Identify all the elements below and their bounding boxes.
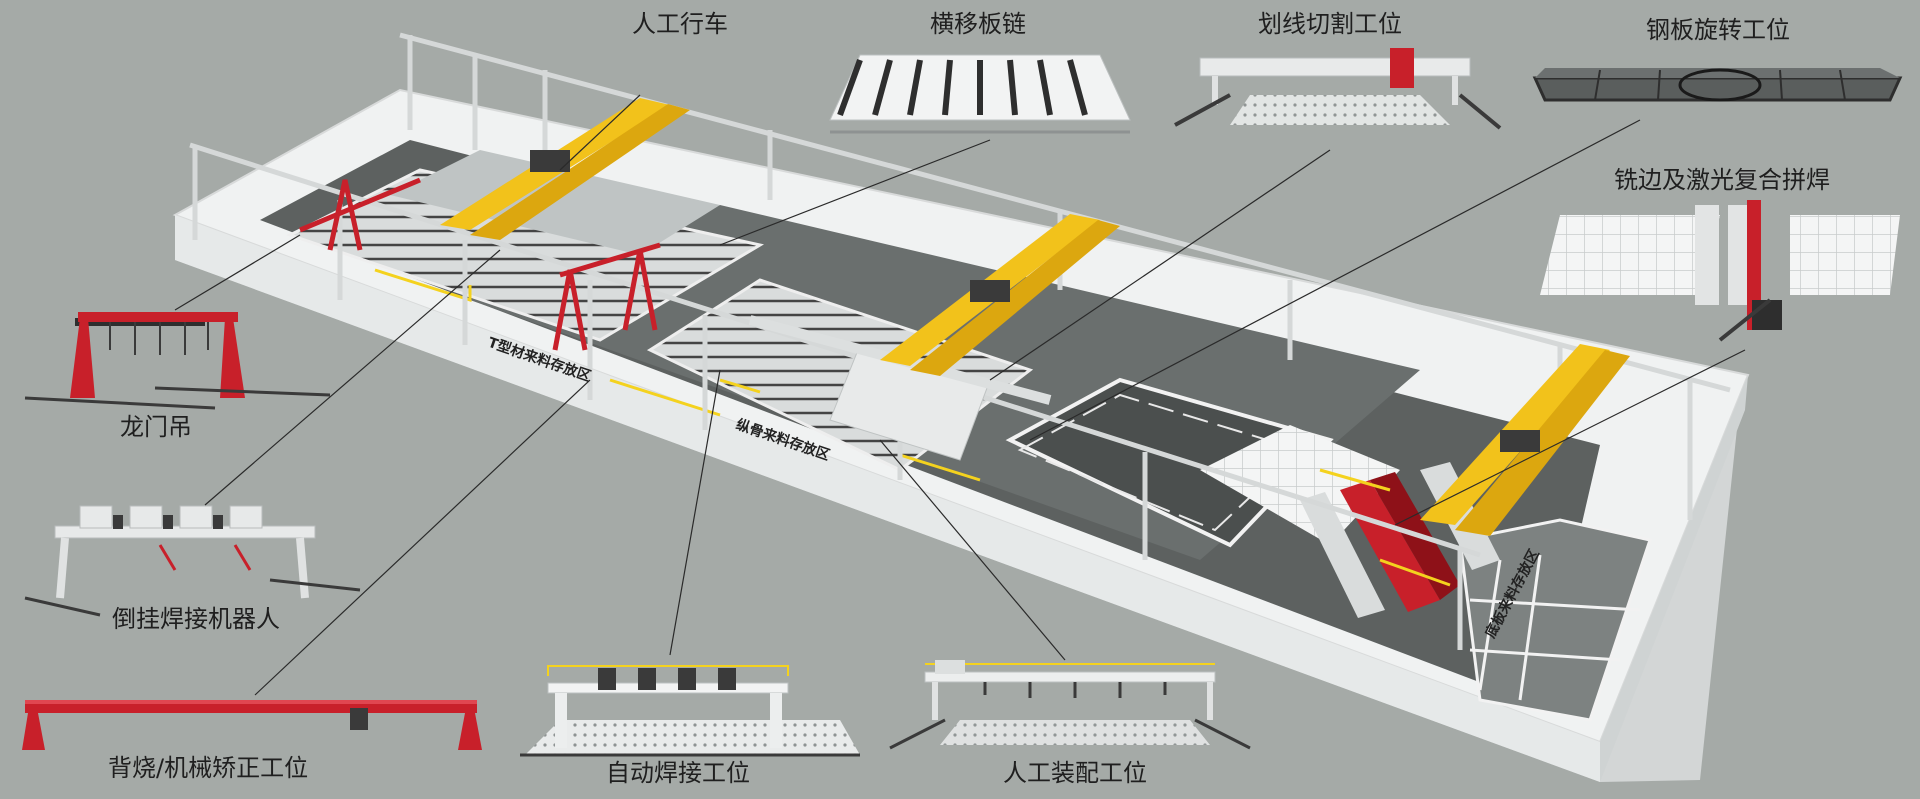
callout-auto-welding: 自动焊接工位 <box>606 759 750 787</box>
callout-marking-cutting: 划线切割工位 <box>1258 10 1402 38</box>
building-frame <box>189 32 1731 650</box>
callout-manual-assembly: 人工装配工位 <box>1003 759 1147 787</box>
callout-back-burning: 背烧/机械矫正工位 <box>108 754 309 782</box>
callout-gantry-crane: 龙门吊 <box>120 413 192 441</box>
inverted-robot-inset <box>24 505 361 617</box>
auto-welding-inset <box>520 665 860 757</box>
callout-milling-laser: 铣边及激光复合拼焊 <box>1614 166 1830 194</box>
red-gantry-cranes <box>299 177 661 351</box>
gantry-crane-inset <box>24 312 331 410</box>
milling-laser-inset <box>1540 200 1900 342</box>
callout-plate-rotation: 钢板旋转工位 <box>1646 16 1790 44</box>
callout-manual-crane: 人工行车 <box>632 10 728 38</box>
yellow-overhead-crane-3 <box>1420 344 1630 536</box>
transverse-chain-inset <box>829 54 1131 134</box>
bottom-plate-storage-zone <box>1458 518 1652 722</box>
yellow-overhead-crane-1 <box>440 98 690 240</box>
yellow-overhead-crane-2 <box>880 214 1120 376</box>
callout-inverted-robot: 倒挂焊接机器人 <box>112 605 280 633</box>
safety-railings <box>374 268 1451 587</box>
marking-cutting-inset <box>1174 48 1502 130</box>
plate-rotation-inset <box>1532 68 1903 102</box>
callout-transverse-chain: 横移板链 <box>930 10 1026 38</box>
back-burning-inset <box>22 700 482 750</box>
manual-assembly-inset <box>889 660 1251 750</box>
leader-lines <box>174 94 1746 696</box>
